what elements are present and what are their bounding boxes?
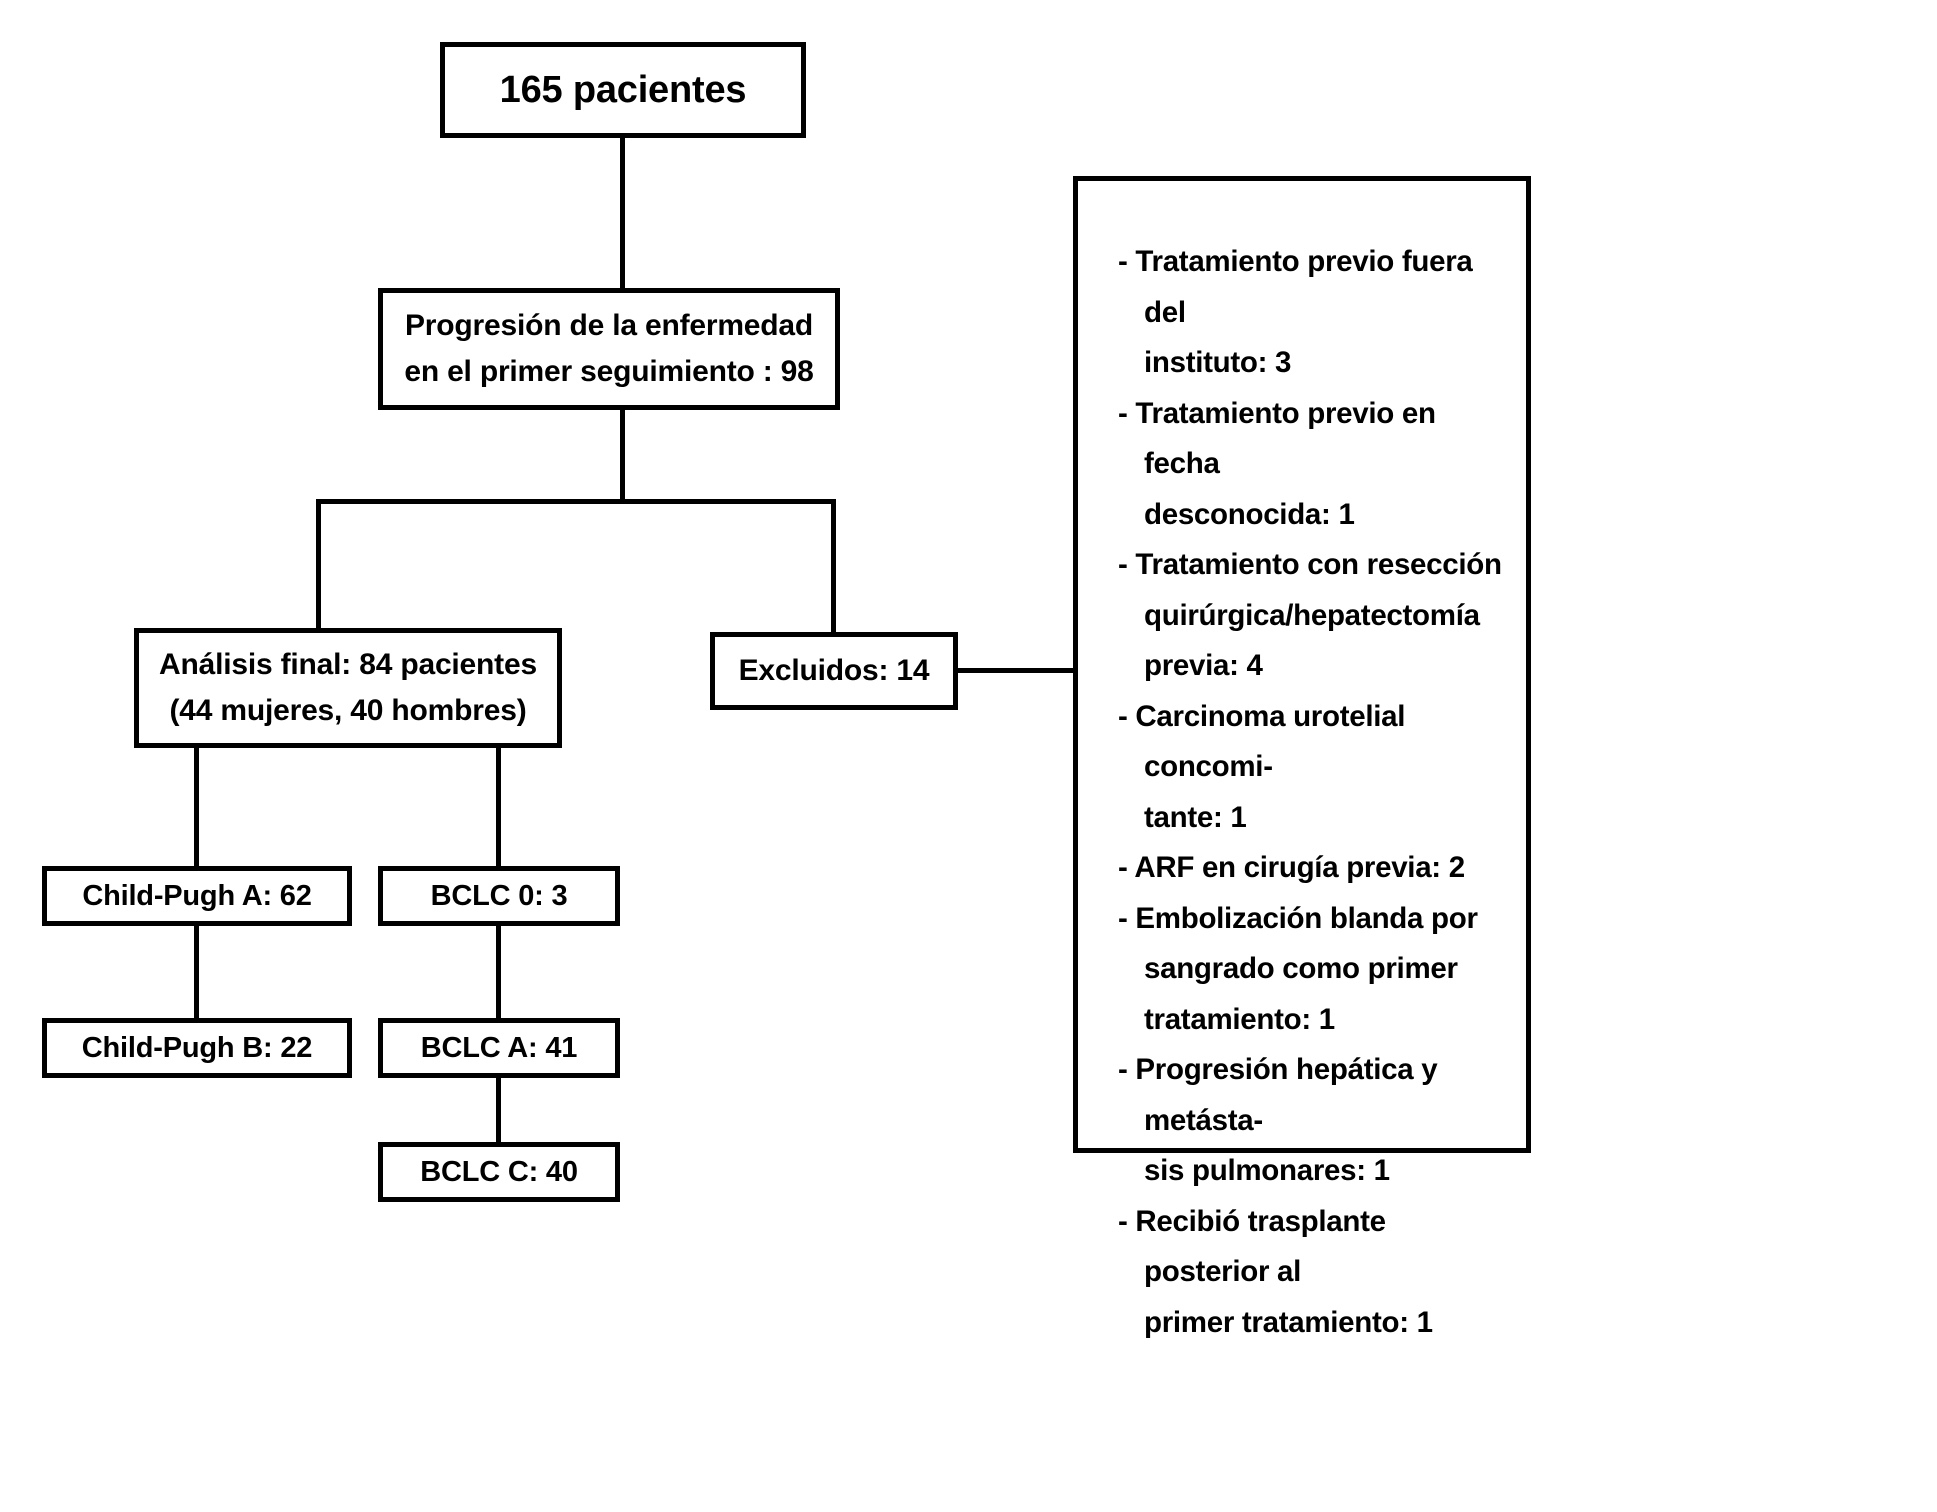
exclusion-reason-item: - ARF en cirugía previa: 2 — [1118, 851, 1465, 884]
connector-bclc-0-to-a — [496, 922, 501, 1022]
connector-bclc-a-to-c — [496, 1074, 501, 1146]
node-bclc-c-line1: BCLC C: 40 — [420, 1155, 578, 1188]
connector-excluded-to-exclusions — [955, 668, 1077, 673]
node-disease-progression-line2: en el primer seguimiento : 98 — [404, 355, 814, 388]
node-child-pugh-b-line1: Child-Pugh B: 22 — [81, 1031, 313, 1064]
connector-total-to-progression — [620, 136, 625, 290]
exclusion-reason-item: - Carcinoma urotelial concomi- tante: 1 — [1118, 699, 1406, 834]
node-bclc-a-line1: BCLC A: 41 — [420, 1031, 578, 1064]
exclusion-reason-item: - Tratamiento con resección quirúrgica/h… — [1118, 548, 1502, 682]
connector-progression-down — [620, 406, 625, 502]
node-total-patients-line1: 165 pacientes — [499, 68, 747, 111]
node-child-pugh-a-line1: Child-Pugh A: 62 — [82, 879, 312, 912]
node-disease-progression-line1: Progresión de la enfermedad — [404, 309, 814, 342]
exclusion-reason-item: - Embolización blanda por sangrado como … — [1118, 901, 1478, 1036]
node-disease-progression: Progresión de la enfermedad en el primer… — [378, 288, 840, 410]
node-bclc-c: BCLC C: 40 — [378, 1142, 620, 1202]
node-total-patients: 165 pacientes — [440, 42, 806, 138]
node-child-pugh-a: Child-Pugh A: 62 — [42, 866, 352, 926]
exclusion-reason-item: - Tratamiento previo en fecha desconocid… — [1118, 396, 1436, 531]
node-bclc-a: BCLC A: 41 — [378, 1018, 620, 1078]
node-excluded-line1: Excluidos: 14 — [738, 654, 930, 687]
node-final-analysis: Análisis final: 84 pacientes (44 mujeres… — [134, 628, 562, 748]
connector-childpugh-a-to-b — [194, 922, 199, 1022]
exclusion-reason-item: - Progresión hepática y metásta- sis pul… — [1118, 1053, 1438, 1187]
connector-bus-to-excluded — [831, 499, 836, 635]
node-final-analysis-line1: Análisis final: 84 pacientes — [159, 648, 537, 681]
connector-final-to-bclc-0 — [496, 744, 501, 870]
exclusion-reason-item: - Tratamiento previo fuera del instituto… — [1118, 245, 1473, 379]
node-excluded: Excluidos: 14 — [710, 632, 958, 710]
node-bclc-0-line1: BCLC 0: 3 — [430, 879, 568, 912]
node-exclusion-reasons: - Tratamiento previo fuera del instituto… — [1073, 176, 1531, 1339]
node-final-analysis-line2: (44 mujeres, 40 hombres) — [169, 694, 527, 727]
connector-bus-to-final — [316, 499, 321, 631]
node-child-pugh-b: Child-Pugh B: 22 — [42, 1018, 352, 1078]
exclusion-reason-item: - Recibió trasplante posterior al primer… — [1118, 1204, 1433, 1339]
connector-split-bus — [316, 499, 836, 504]
connector-final-to-childpugh-a — [194, 744, 199, 870]
node-bclc-0: BCLC 0: 3 — [378, 866, 620, 926]
exclusion-reason-list: - Tratamiento previo fuera del instituto… — [1078, 237, 1526, 1348]
